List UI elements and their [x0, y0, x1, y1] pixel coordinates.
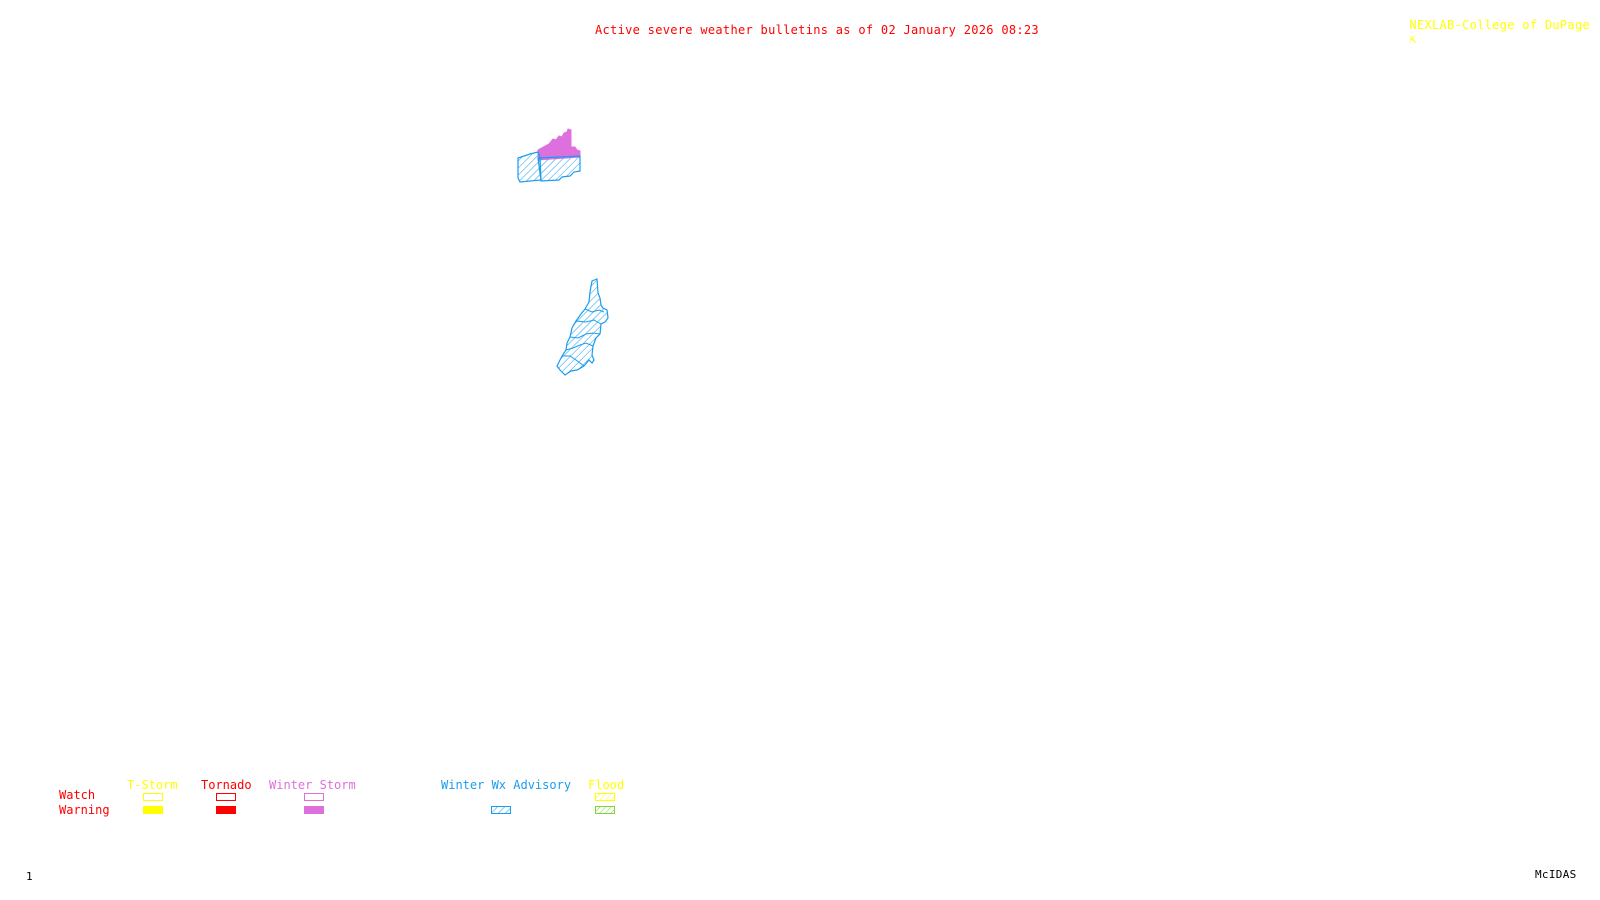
credit-text: NEXLAB-College of DuPage: [1409, 18, 1590, 32]
county-boundary: [575, 319, 602, 325]
swatch-tstorm-warning: [143, 806, 163, 814]
swatch-tornado-watch: [216, 793, 236, 801]
legend-header-flood: Flood: [588, 778, 625, 792]
arrow-icon: ⇱: [1409, 32, 1417, 46]
swatch-winter-storm-warning: [304, 806, 324, 814]
swatch-tstorm-watch: [143, 793, 163, 801]
winter-advisory-area-north-west[interactable]: [517, 151, 542, 183]
county-boundary: [562, 355, 585, 367]
county-boundary: [565, 342, 594, 351]
swatch-winter-wx-advisory: [491, 806, 511, 814]
swatch-tornado-warning: [216, 806, 236, 814]
winter-advisory-area-central[interactable]: [556, 278, 609, 376]
credit-label: NEXLAB-College of DuPage ⇱: [1394, 4, 1590, 46]
winter-advisory-area-north-east[interactable]: [537, 155, 581, 182]
legend-header-tstorm: T-Storm: [127, 778, 178, 792]
legend-header-winter-storm: Winter Storm: [269, 778, 356, 792]
winter-storm-warning-area[interactable]: [537, 128, 581, 161]
legend-row-warning: Warning: [59, 803, 110, 817]
frame-number: 1: [26, 870, 33, 883]
page-title: Active severe weather bulletins as of 02…: [595, 23, 1039, 37]
software-label: McIDAS: [1535, 868, 1577, 881]
county-boundary: [584, 308, 605, 313]
legend-header-tornado: Tornado: [201, 778, 252, 792]
county-boundary: [569, 332, 601, 339]
swatch-flood-watch: [595, 793, 615, 801]
swatch-winter-storm-watch: [304, 793, 324, 801]
legend-row-watch: Watch: [59, 788, 96, 802]
legend-header-winter-wx-advisory: Winter Wx Advisory: [441, 778, 572, 792]
swatch-flood-warning: [595, 806, 615, 814]
